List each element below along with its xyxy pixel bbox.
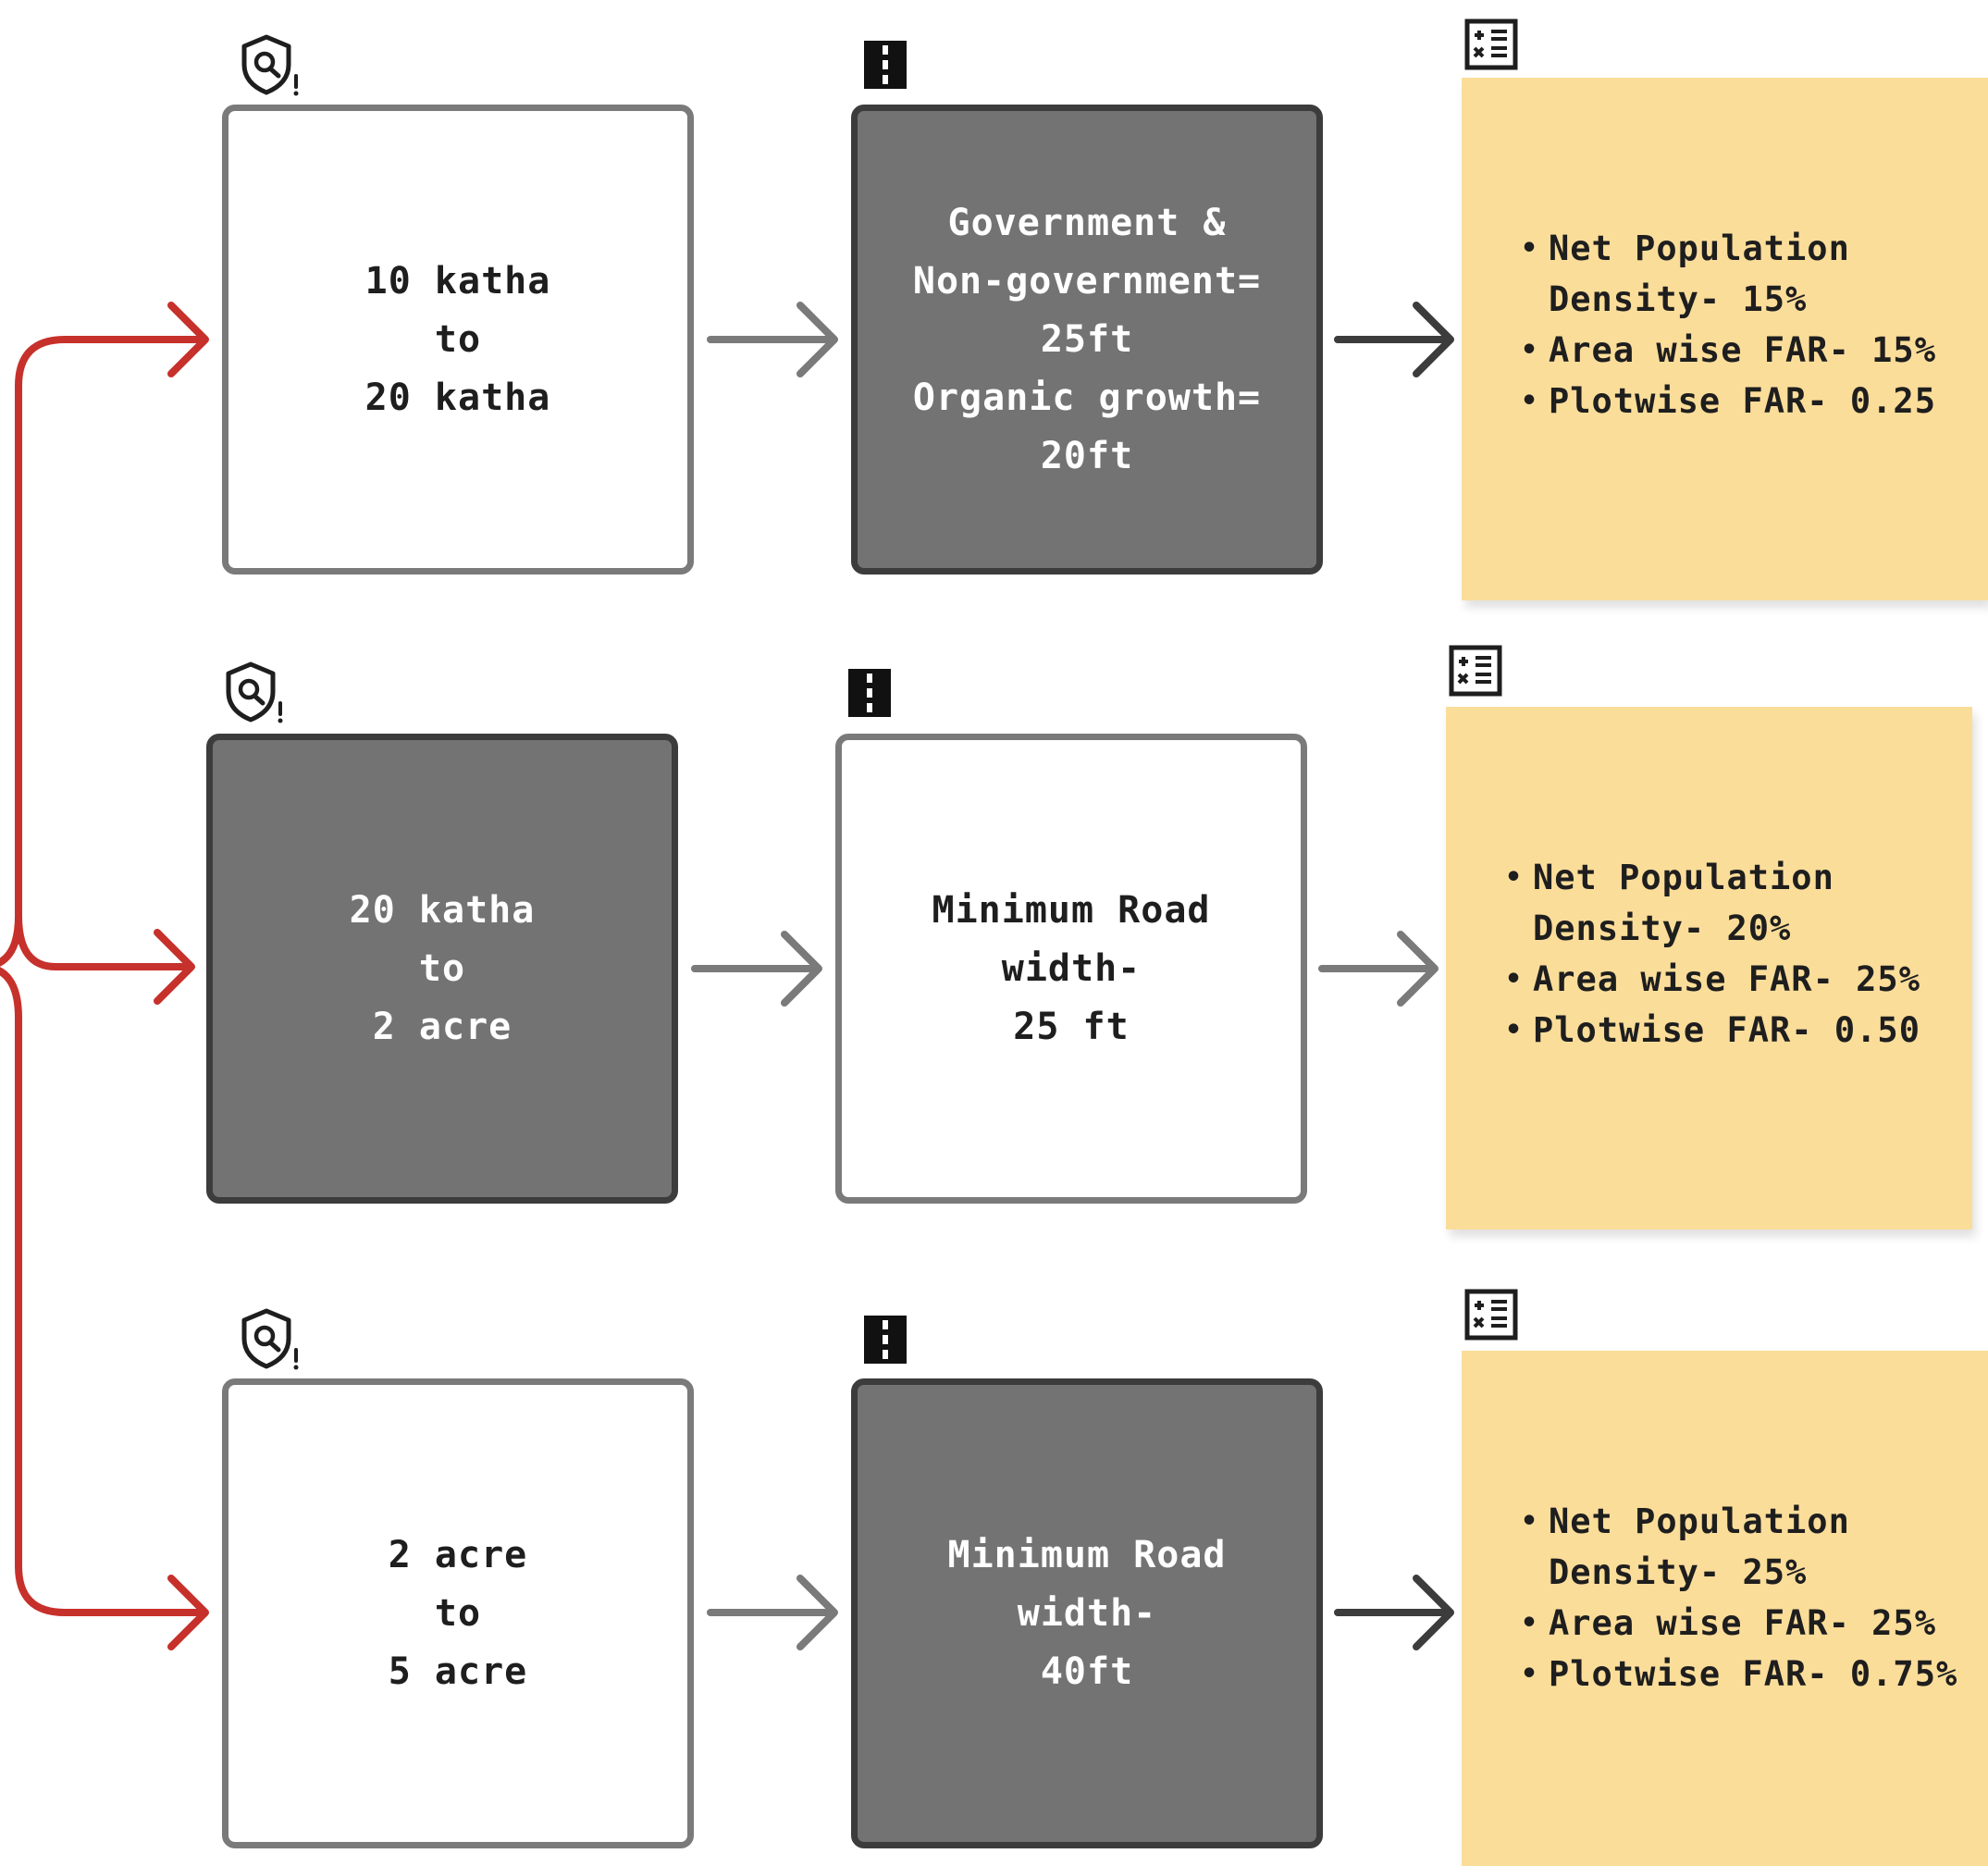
plot-size-line: 20 katha [349,888,536,932]
road-width-box-2: Minimum Road width- 25 ft [835,734,1307,1204]
road-width-line: width- [1001,946,1142,990]
plot-size-line: to [434,1591,482,1635]
branch-arrowhead-2 [154,929,195,1005]
road-width-line: Minimum Road [947,1533,1227,1576]
far-item: Area wise FAR- 15% [1521,325,1936,376]
arrow-plot-to-road-2 [691,931,822,1007]
plot-size-box-3: 2 acre to 5 acre [222,1378,694,1848]
road-width-line: width- [1017,1591,1157,1635]
plot-size-line: 2 acre [388,1533,528,1576]
road-width-line: 20ft [1040,434,1134,477]
road-width-line: Government & [947,201,1227,244]
shield-search-icon [226,661,283,723]
road-width-line: Non-government= [912,259,1262,303]
calculator-icon [1464,1289,1518,1341]
plot-size-line: to [418,946,466,990]
road-width-line: Organic growth= [912,376,1262,419]
plot-size-box-1: 10 katha to 20 katha [222,105,694,575]
road-width-line: Minimum Road [932,888,1211,932]
far-item: Area wise FAR- 25% [1505,954,1920,1005]
road-width-line: 25 ft [1013,1005,1130,1048]
road-width-line: 40ft [1040,1650,1134,1693]
shield-search-icon [241,34,299,96]
road-width-box-1: Government & Non-government= 25ft Organi… [851,105,1323,575]
plot-size-line: to [434,317,482,361]
arrow-plot-to-road-1 [707,302,838,377]
branch-arrowhead-1 [167,302,209,377]
arrow-road-to-far-3 [1334,1575,1454,1650]
far-item: Plotwise FAR- 0.50 [1505,1005,1920,1056]
arrow-road-to-far-1 [1334,302,1454,377]
calculator-icon [1464,19,1518,70]
calculator-icon [1449,645,1502,697]
shield-search-icon [241,1308,299,1370]
road-width-line: 25ft [1040,317,1134,361]
road-width-box-3: Minimum Road width- 40ft [851,1378,1323,1848]
branch-connector [0,336,207,1616]
branch-arrowhead-3 [167,1575,209,1650]
arrow-plot-to-road-3 [707,1575,838,1650]
road-icon [848,669,891,717]
plot-size-line: 10 katha [364,259,551,303]
far-item: Area wise FAR- 25% [1521,1598,1957,1649]
arrow-road-to-far-2 [1318,931,1439,1007]
plot-size-line: 5 acre [388,1650,528,1693]
plot-size-line: 20 katha [364,376,551,419]
far-item: Plotwise FAR- 0.25 [1521,376,1936,426]
plot-size-box-2: 20 katha to 2 acre [206,734,678,1204]
road-icon [864,1316,907,1364]
road-icon [864,41,907,89]
plot-size-line: 2 acre [372,1005,512,1048]
far-item: Plotwise FAR- 0.75% [1521,1649,1957,1699]
